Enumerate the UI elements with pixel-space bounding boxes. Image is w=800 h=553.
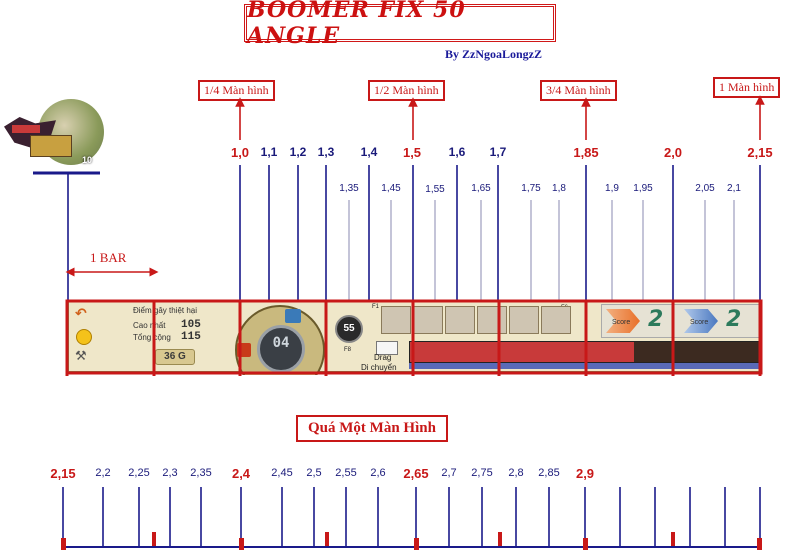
tick-label-major: 2,0 (663, 145, 683, 160)
angle-badge: 55 (335, 315, 363, 343)
item-slot[interactable] (509, 306, 539, 334)
tick-label-minor: 1,45 (381, 183, 401, 194)
screen-label-half: 1/2 Màn hình (368, 80, 445, 101)
lower-tick-label: 2,85 (538, 467, 560, 479)
tick-label-minor: 1,65 (471, 183, 491, 194)
diagram-title: BOOMER FIX 50 ANGLE (247, 0, 466, 49)
lower-tick-label: 2,7 (441, 467, 457, 479)
tick-label-minor: 1,55 (425, 184, 445, 195)
lower-marker (671, 532, 675, 546)
score-label-left: Score (612, 319, 631, 326)
tick-label-minor: 1,35 (339, 183, 359, 194)
tick-label-major: 1,3 (317, 145, 335, 159)
lower-tick-label: 2,8 (508, 467, 524, 479)
lower-tick-label: 2,35 (190, 467, 212, 479)
lower-tick-label: 2,55 (335, 467, 357, 479)
highest-value: 105 (181, 319, 201, 331)
item-slot-icon[interactable] (285, 309, 301, 323)
lower-marker (325, 532, 329, 546)
lower-tick-label: 2,5 (306, 467, 322, 479)
bar-label: 1 BAR (90, 250, 127, 265)
power-dial[interactable]: 04 (233, 303, 325, 375)
tick-label-minor: 2,1 (727, 183, 741, 194)
tick-label-minor: 1,75 (521, 183, 541, 194)
screen-label-full: 1 Màn hình (713, 77, 781, 98)
lower-marker (414, 538, 419, 550)
total-value: 115 (181, 331, 201, 343)
tick-label-major: 1,7 (489, 145, 507, 159)
lower-marker (757, 538, 762, 550)
f8-hotkey: F8 (344, 347, 352, 353)
screen-label-three-quarter: 3/4 Màn hình (540, 80, 617, 101)
tick-label-minor: 1,8 (552, 183, 566, 194)
lower-tick-label: 2,2 (95, 467, 111, 479)
tick-label-major: 1,1 (260, 145, 278, 159)
wrench-icon[interactable]: ⚒ (75, 349, 87, 364)
character-level: 10 (82, 155, 93, 165)
score-right: 2 (726, 307, 742, 332)
lower-tick-label: 2,75 (471, 467, 493, 479)
lower-tick-label: 2,6 (370, 467, 386, 479)
total-label: Tổng cộng (133, 333, 171, 342)
lower-tick-label: 2,45 (271, 467, 293, 479)
lower-marker (61, 538, 66, 550)
tick-label-minor: 1,95 (633, 183, 653, 194)
tick-label-minor: 1,9 (605, 183, 619, 194)
score-left: 2 (648, 307, 664, 332)
item-slot[interactable] (381, 306, 411, 334)
drag-label: Drag (374, 353, 392, 362)
lower-tick-label-major: 2,65 (403, 466, 429, 481)
tick-label-major: 1,6 (448, 145, 466, 159)
item-slot[interactable] (477, 306, 507, 334)
tick-label-major: 1,0 (230, 145, 250, 160)
drag-icon[interactable] (376, 341, 398, 355)
boomer-character: 10 (0, 95, 110, 175)
title-box: BOOMER FIX 50 ANGLE (244, 0, 556, 49)
move-bar (409, 363, 759, 369)
tick-label-major: 1,5 (402, 145, 422, 160)
lower-tick-label: 2,25 (128, 467, 150, 479)
lower-marker (239, 538, 244, 550)
arrow-return-icon[interactable]: ↶ (75, 306, 87, 322)
coin-icon[interactable] (76, 329, 92, 345)
power-value: 04 (272, 335, 290, 351)
lower-section-title: Quá Một Màn Hình (296, 415, 448, 442)
lower-tick-label-major: 2,15 (50, 466, 76, 481)
tick-label-major: 1,4 (360, 145, 378, 159)
move-label: Di chuyển (361, 363, 397, 372)
damage-label: Điểm gây thiệt hại (133, 306, 198, 315)
author-credit: By ZzNgoaLongzZ (445, 47, 543, 61)
score-panel: Score 2 Score 2 (601, 304, 761, 338)
tick-label-major: 2,15 (747, 145, 773, 160)
tick-label-major: 1,85 (573, 145, 599, 160)
score-label-right: Score (690, 319, 709, 326)
power-bar-fill (410, 342, 634, 362)
tick-label-minor: 2,05 (695, 183, 715, 194)
item-slot[interactable] (445, 306, 475, 334)
lower-marker (498, 532, 502, 546)
lower-tick-label: 2,3 (162, 467, 178, 479)
highest-label: Cao nhất (133, 321, 166, 330)
f1-hotkey: F1 (372, 304, 380, 310)
tick-label-major: 1,2 (289, 145, 307, 159)
lower-marker (152, 532, 156, 546)
item-slot[interactable] (413, 306, 443, 334)
lower-tick-label-major: 2,4 (231, 466, 251, 481)
item-slot[interactable] (541, 306, 571, 334)
lower-tick-label-major: 2,9 (575, 466, 595, 481)
lower-marker (583, 538, 588, 550)
